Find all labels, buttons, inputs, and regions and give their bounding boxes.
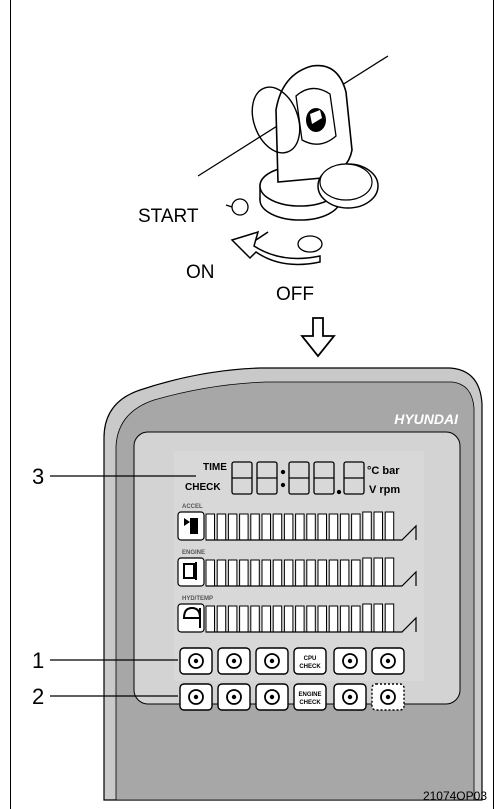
brake-icon bbox=[333, 683, 367, 711]
gauge-segment bbox=[205, 559, 215, 587]
callout-1: 1 bbox=[32, 648, 45, 673]
gauge-segment bbox=[317, 559, 327, 587]
bar-gauges bbox=[177, 511, 417, 633]
gauge-segment bbox=[339, 513, 350, 541]
gauge-segment bbox=[339, 605, 350, 633]
gauge-segment bbox=[328, 605, 339, 633]
gauge-segment bbox=[328, 559, 339, 587]
engine-check-icon: ENGINE CHECK bbox=[293, 683, 327, 711]
instrument-cluster: HYUNDAI TIME CHECK °C bar V rpm ACCEL EN… bbox=[103, 367, 483, 801]
battery-icon bbox=[179, 683, 213, 711]
gauge-segment bbox=[216, 605, 227, 633]
gauge-segment bbox=[272, 513, 283, 541]
gauge-segment bbox=[351, 559, 361, 587]
gauge-segment bbox=[362, 557, 372, 587]
cpu-check-icon: CPU CHECK bbox=[293, 647, 327, 675]
callout-2: 2 bbox=[32, 684, 45, 709]
gauge-label-1: ACCEL bbox=[182, 504, 203, 510]
page-frame bbox=[10, 0, 494, 809]
gauge-segment bbox=[295, 513, 305, 541]
gauge-segment bbox=[283, 605, 294, 633]
gauge-segment bbox=[384, 557, 395, 587]
bar-gauge-3 bbox=[177, 603, 417, 633]
gauge-segment bbox=[384, 511, 395, 541]
unit-v-rpm: V rpm bbox=[369, 484, 400, 496]
gauge-segment bbox=[339, 559, 350, 587]
key-switch-illustration bbox=[197, 55, 389, 358]
bar-gauge-1 bbox=[177, 511, 417, 541]
gauge-segment bbox=[216, 513, 227, 541]
time-label: TIME bbox=[203, 462, 227, 473]
off-label: OFF bbox=[276, 284, 314, 305]
icon-text: CPU bbox=[304, 656, 317, 662]
air-cleaner-icon bbox=[217, 683, 251, 711]
on-label: ON bbox=[186, 262, 215, 283]
gauge-segment bbox=[362, 511, 372, 541]
gauge-segment bbox=[373, 603, 383, 633]
check-label: CHECK bbox=[185, 482, 221, 493]
gauge-segment bbox=[261, 559, 271, 587]
gauge-segment bbox=[351, 513, 361, 541]
gauge-segment bbox=[317, 513, 327, 541]
figure-code: 21074OP03 bbox=[422, 789, 487, 803]
start-label: START bbox=[138, 206, 199, 227]
gauge-segment bbox=[272, 559, 283, 587]
gauge-segment bbox=[239, 605, 249, 633]
gauge-label-3: HYD/TEMP bbox=[182, 596, 213, 602]
brand-logo: HYUNDAI bbox=[394, 411, 459, 427]
gauge-segment bbox=[283, 559, 294, 587]
gauge-segment bbox=[227, 513, 238, 541]
gauge-segment bbox=[283, 513, 294, 541]
gauge-segment bbox=[351, 605, 361, 633]
gauge-segment bbox=[250, 559, 260, 587]
gauge-segment bbox=[373, 557, 383, 587]
preheat-icon bbox=[371, 683, 405, 711]
icon-text: ENGINE bbox=[298, 692, 321, 698]
gauge-segment bbox=[306, 559, 316, 587]
gauge-segment bbox=[239, 559, 249, 587]
gauge-segment bbox=[261, 513, 271, 541]
gauge-segment bbox=[317, 605, 327, 633]
gauge-segment bbox=[295, 605, 305, 633]
gauge-segment bbox=[328, 513, 339, 541]
oil-pressure-icon bbox=[179, 647, 213, 675]
gauge-segment bbox=[261, 605, 271, 633]
gauge-segment bbox=[227, 559, 238, 587]
hydraulic-temp-icon bbox=[182, 606, 202, 628]
gauge-segment bbox=[362, 603, 372, 633]
coolant-temp-icon bbox=[183, 562, 197, 580]
icon-text: CHECK bbox=[299, 664, 321, 670]
gauge-segment bbox=[250, 513, 260, 541]
gauge-segment bbox=[205, 513, 215, 541]
gauge-segment bbox=[373, 511, 383, 541]
gauge-segment bbox=[227, 605, 238, 633]
gauge-segment bbox=[306, 605, 316, 633]
warning-icons: CPU CHECK ENGINE CHECK bbox=[179, 647, 405, 711]
gauge-segment bbox=[306, 513, 316, 541]
unit-celsius-bar: °C bar bbox=[367, 465, 400, 477]
gauge-label-2: ENGINE bbox=[182, 550, 205, 556]
bar-gauge-2 bbox=[177, 557, 417, 587]
gauge-segment bbox=[384, 603, 395, 633]
gauge-icon-box bbox=[177, 557, 205, 587]
seven-segment-display bbox=[231, 461, 365, 495]
icon-text: CHECK bbox=[299, 700, 321, 706]
gauge-segment bbox=[239, 513, 249, 541]
fan-icon bbox=[217, 647, 251, 675]
gauge-segment bbox=[295, 559, 305, 587]
gauge-segment bbox=[272, 605, 283, 633]
gauge-segment bbox=[205, 605, 215, 633]
fuel-warning-icon bbox=[255, 647, 289, 675]
work-mode-icon bbox=[333, 647, 367, 675]
overheat-icon bbox=[371, 647, 405, 675]
callout-3: 3 bbox=[32, 464, 45, 489]
wrench-icon bbox=[255, 683, 289, 711]
fuel-icon bbox=[184, 518, 198, 534]
gauge-segment bbox=[250, 605, 260, 633]
gauge-segment bbox=[216, 559, 227, 587]
